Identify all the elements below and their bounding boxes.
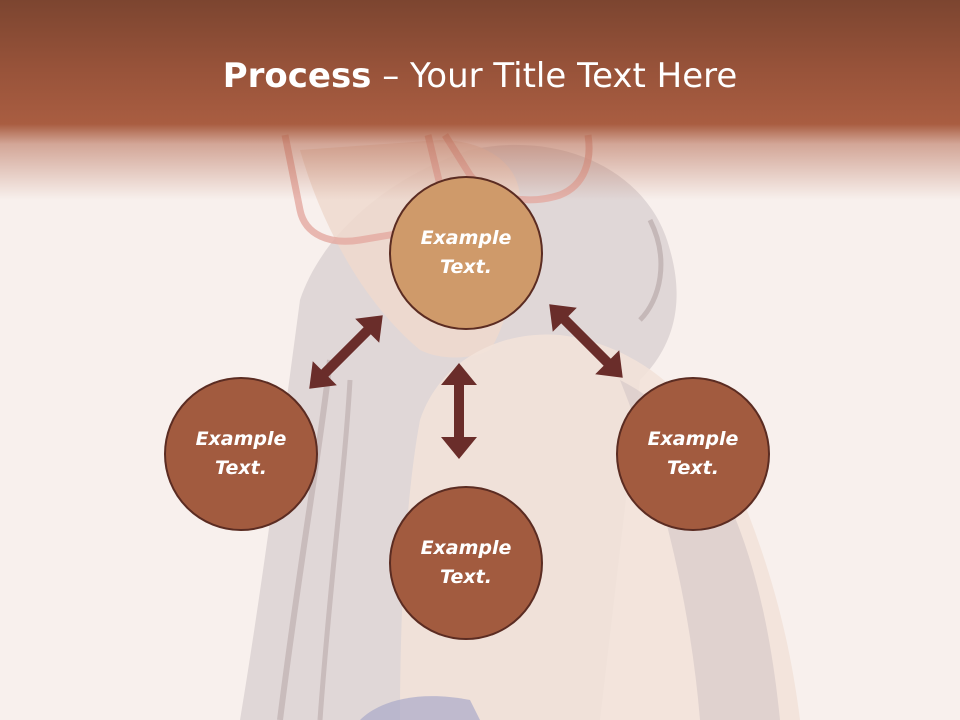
node-label: Example Text. bbox=[647, 428, 739, 479]
process-node-top[interactable]: Example Text. bbox=[389, 176, 543, 330]
node-label: Example Text. bbox=[420, 537, 512, 588]
process-node-bottom[interactable]: Example Text. bbox=[389, 486, 543, 640]
process-node-right[interactable]: Example Text. bbox=[616, 377, 770, 531]
node-label: Example Text. bbox=[195, 428, 287, 479]
node-label: Example Text. bbox=[420, 227, 512, 278]
title-banner bbox=[0, 0, 960, 200]
title-bold-part: Process bbox=[222, 56, 372, 96]
slide-title[interactable]: Process – Your Title Text Here bbox=[0, 52, 960, 100]
title-rest: – Your Title Text Here bbox=[371, 56, 738, 96]
process-node-left[interactable]: Example Text. bbox=[164, 377, 318, 531]
